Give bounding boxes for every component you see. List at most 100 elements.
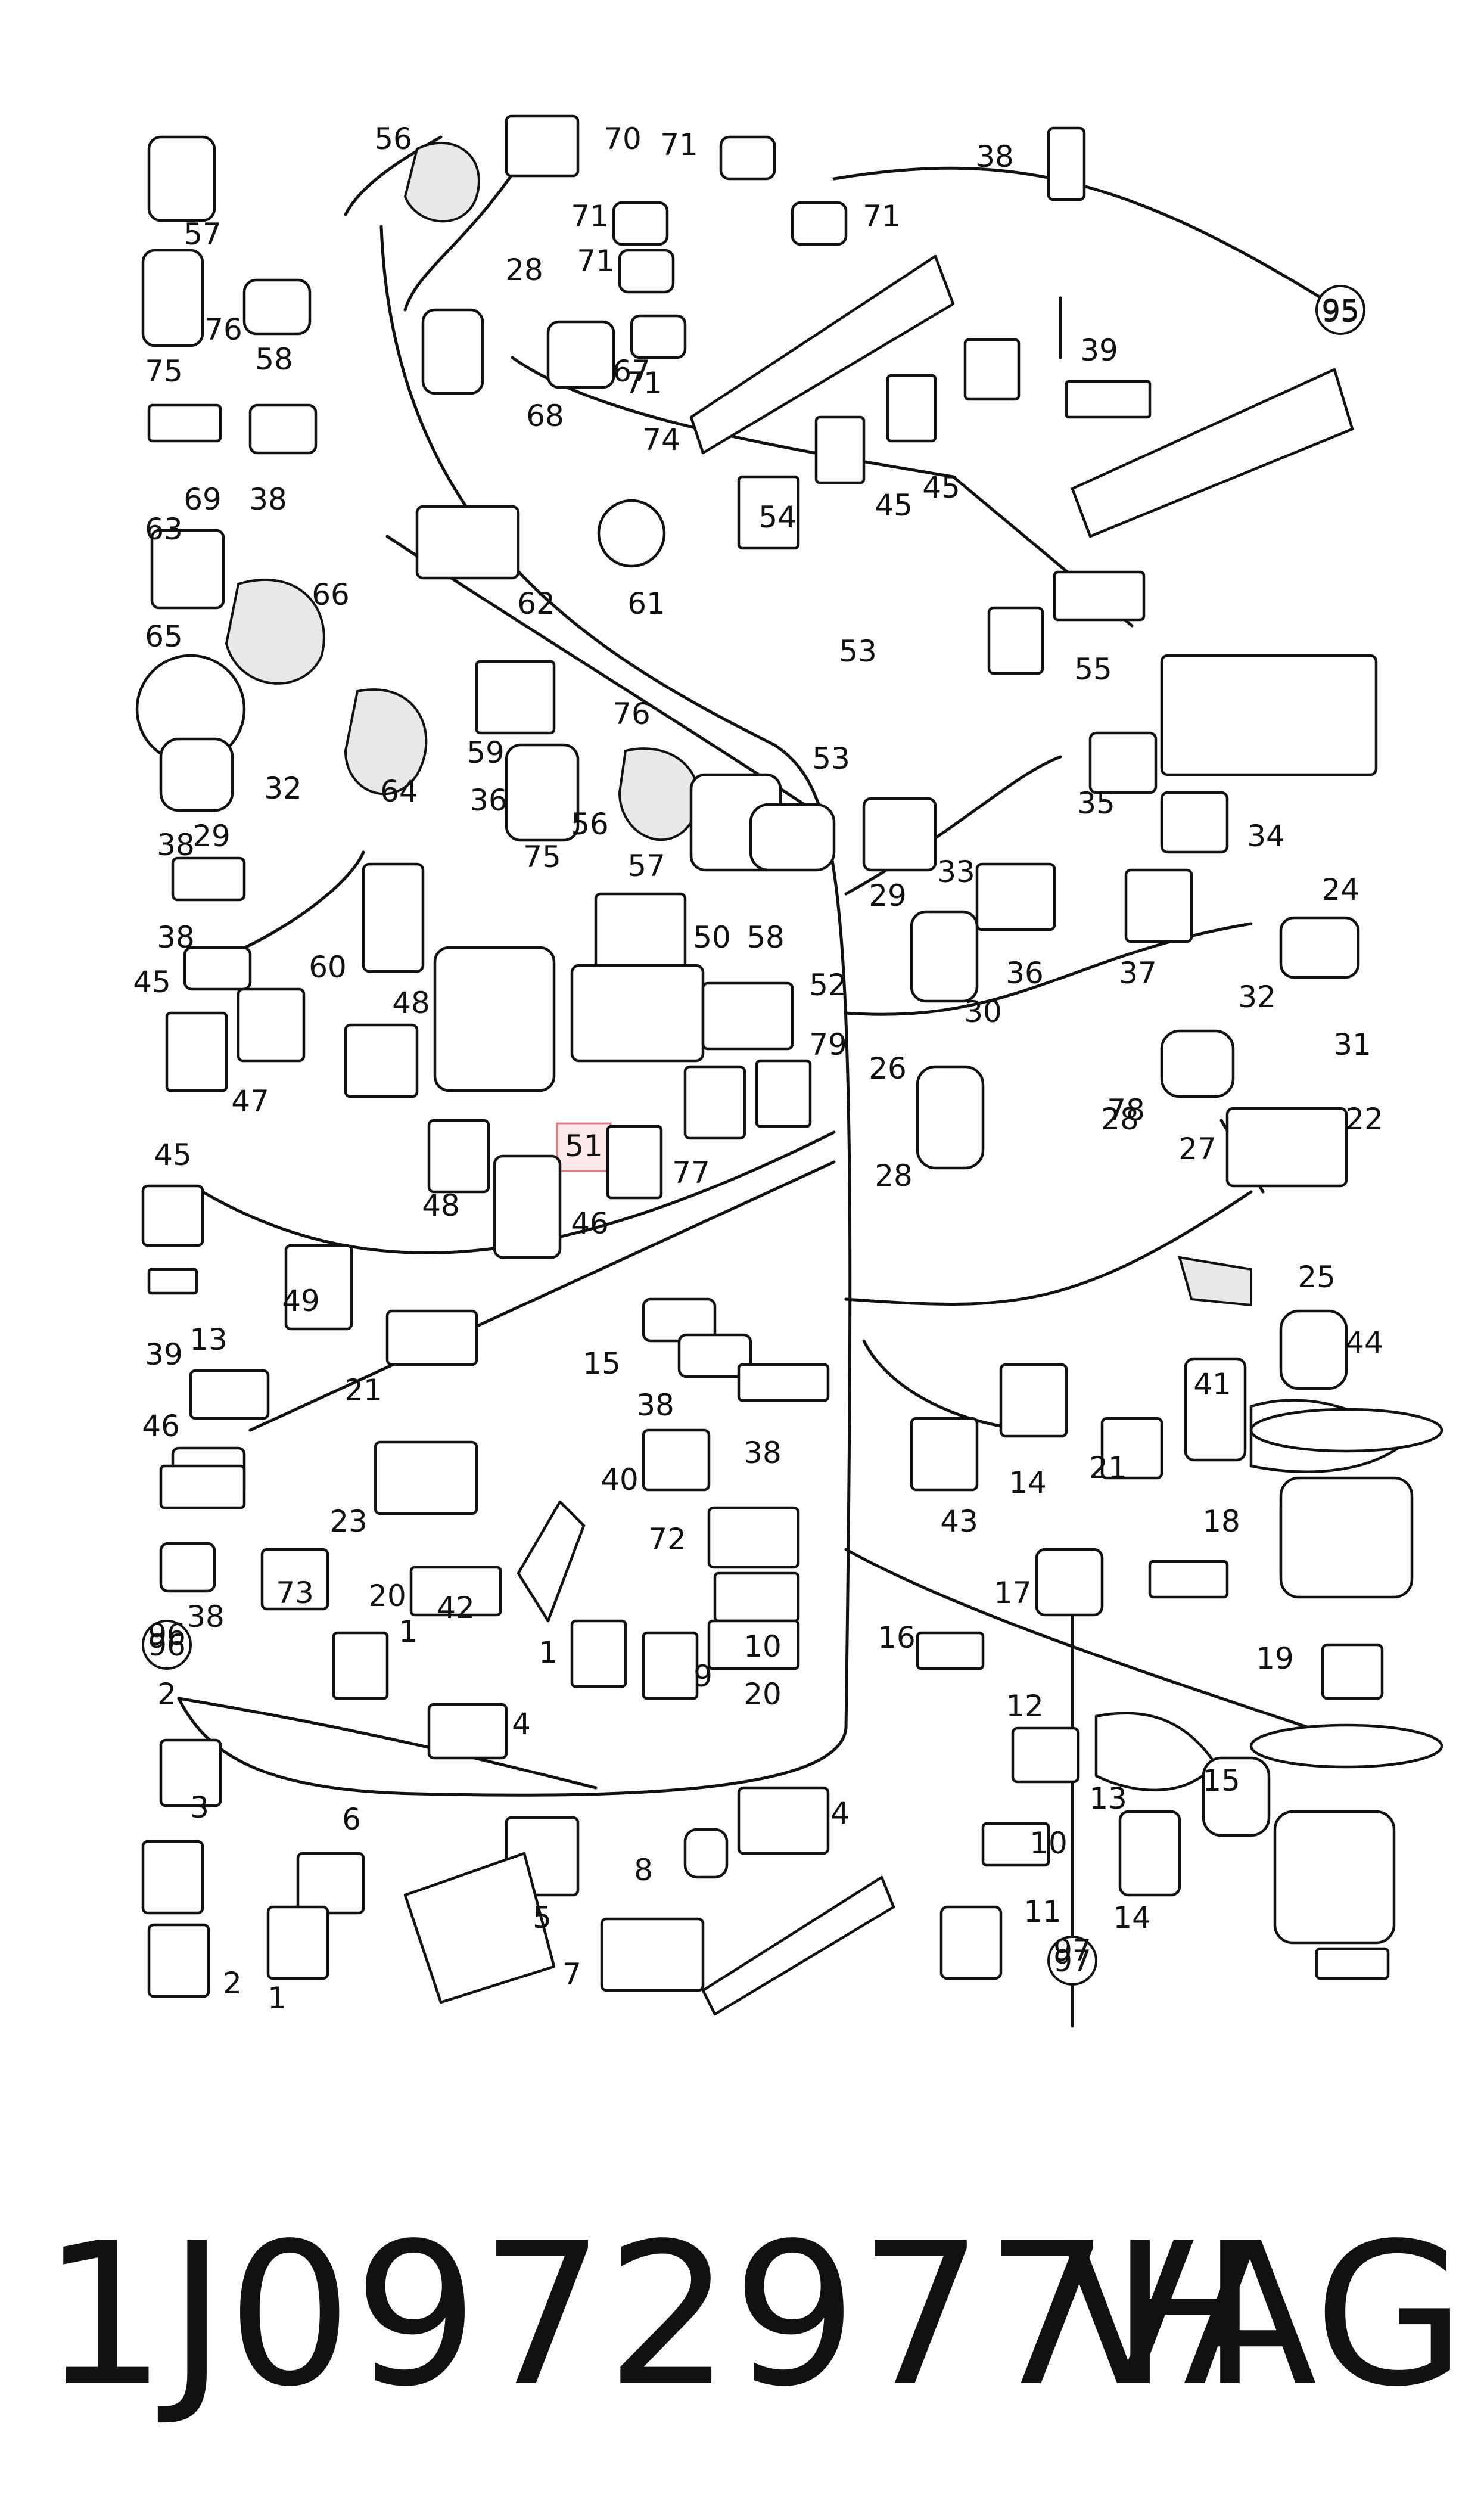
callout-40: 40 <box>601 1462 639 1497</box>
callout-21: 21 <box>344 1373 382 1408</box>
callout-38: 38 <box>636 1388 674 1422</box>
callout-34: 34 <box>1247 819 1285 853</box>
callout-59: 59 <box>466 735 505 770</box>
callout-14: 14 <box>1009 1465 1047 1500</box>
callout-13: 13 <box>189 1322 228 1357</box>
callout-71: 71 <box>571 199 609 234</box>
callout-58: 58 <box>746 920 785 955</box>
callout-96: 96 <box>148 1617 186 1652</box>
callout-23: 23 <box>329 1504 368 1539</box>
callout-28: 28 <box>505 253 543 287</box>
callout-73: 73 <box>276 1576 314 1610</box>
callout-77: 77 <box>672 1156 710 1190</box>
callout-63: 63 <box>145 512 183 546</box>
callout-11: 11 <box>1023 1894 1062 1929</box>
callout-57: 57 <box>627 849 665 883</box>
callout-44: 44 <box>1345 1325 1383 1360</box>
callout-55: 55 <box>1074 652 1112 687</box>
callout-2: 2 <box>223 1966 242 2001</box>
callout-28: 28 <box>875 1158 913 1193</box>
callout-72: 72 <box>648 1522 686 1557</box>
callout-56: 56 <box>571 807 609 841</box>
callout-58: 58 <box>255 342 293 377</box>
callout-38: 38 <box>186 1599 225 1634</box>
highlight-box <box>556 1122 612 1172</box>
callout-60: 60 <box>309 950 347 984</box>
callout-78: 78 <box>1107 1093 1145 1128</box>
callout-38: 38 <box>743 1436 782 1470</box>
callout-21: 21 <box>1089 1450 1127 1485</box>
callout-52: 52 <box>809 968 847 1002</box>
callout-47: 47 <box>231 1084 269 1119</box>
callout-1: 1 <box>267 1981 287 2015</box>
part-number: 1J0972977H <box>42 2201 1261 2430</box>
callout-27: 27 <box>1178 1132 1217 1166</box>
callout-26: 26 <box>869 1051 907 1086</box>
ref-circle-95: 95 <box>1321 293 1359 328</box>
callout-45: 45 <box>922 470 960 505</box>
callout-12: 12 <box>1006 1689 1044 1723</box>
callout-17: 17 <box>994 1576 1032 1610</box>
callout-45: 45 <box>133 965 171 999</box>
callout-54: 54 <box>758 500 797 535</box>
callout-76: 76 <box>612 697 651 731</box>
callout-8: 8 <box>634 1853 653 1887</box>
callout-32: 32 <box>1238 980 1276 1014</box>
callout-5: 5 <box>533 1900 552 1935</box>
callout-43: 43 <box>940 1504 978 1539</box>
callout-2: 2 <box>157 1677 176 1712</box>
callout-22: 22 <box>1345 1102 1383 1136</box>
callout-16: 16 <box>878 1620 916 1655</box>
connector-parts <box>135 114 1443 2016</box>
callout-57: 57 <box>183 217 222 251</box>
callout-15: 15 <box>1202 1763 1240 1798</box>
callout-71: 71 <box>660 128 698 162</box>
callout-33: 33 <box>937 855 975 889</box>
callout-10: 10 <box>1029 1826 1068 1860</box>
callout-65: 65 <box>145 619 183 654</box>
callout-97: 97 <box>1053 1933 1091 1968</box>
callout-76: 76 <box>204 312 242 347</box>
ref-circle-97: 97 <box>1053 1944 1091 1978</box>
callout-37: 37 <box>1119 956 1157 990</box>
callout-28: 28 <box>1101 1102 1139 1136</box>
callout-4: 4 <box>830 1796 850 1831</box>
callout-38: 38 <box>249 482 287 517</box>
callout-32: 32 <box>264 771 302 806</box>
callout-19: 19 <box>1256 1641 1294 1676</box>
callout-50: 50 <box>693 920 731 955</box>
callout-53: 53 <box>812 741 850 776</box>
callout-41: 41 <box>1193 1367 1231 1402</box>
callout-71: 71 <box>624 366 662 400</box>
callout-45: 45 <box>875 488 913 523</box>
callout-62: 62 <box>517 586 555 621</box>
callout-10: 10 <box>743 1629 782 1664</box>
callout-95: 95 <box>1321 294 1359 329</box>
callout-7: 7 <box>562 1957 581 1992</box>
callout-68: 68 <box>526 399 564 433</box>
callout-39: 39 <box>145 1337 183 1372</box>
callout-29: 29 <box>192 819 231 853</box>
callout-69: 69 <box>183 482 222 517</box>
harness-wires <box>177 135 1342 2028</box>
callout-31: 31 <box>1333 1027 1371 1062</box>
callout-70: 70 <box>603 122 642 156</box>
callout-45: 45 <box>154 1138 192 1172</box>
callout-66: 66 <box>312 577 350 612</box>
reference-circles: 95 96 97 <box>142 285 1365 1986</box>
callout-9: 9 <box>693 1659 713 1694</box>
ref-circle-96: 96 <box>148 1628 186 1663</box>
callout-38: 38 <box>976 139 1014 174</box>
callout-39: 39 <box>1080 333 1118 368</box>
callout-25: 25 <box>1298 1260 1336 1294</box>
callout-74: 74 <box>642 423 680 457</box>
callout-54: 54 <box>758 500 797 535</box>
callout-24: 24 <box>1321 872 1359 907</box>
callout-71: 71 <box>577 244 615 278</box>
callout-75: 75 <box>523 840 561 874</box>
callout-49: 49 <box>282 1284 320 1318</box>
callout-15: 15 <box>583 1346 621 1381</box>
callout-36: 36 <box>1006 956 1044 990</box>
